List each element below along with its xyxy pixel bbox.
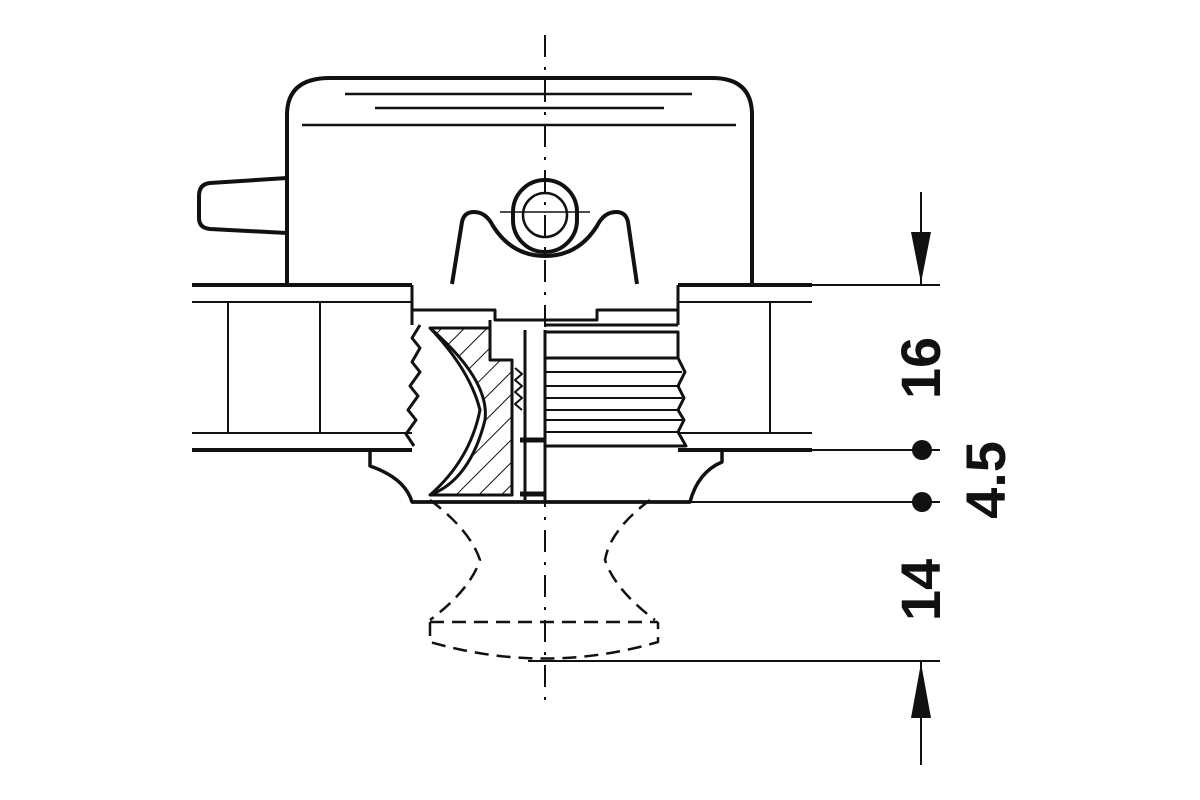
arrow-up-icon <box>911 663 931 718</box>
panel <box>192 283 812 452</box>
dimension-label-bore-depth: 14 <box>889 559 952 621</box>
dimension-dot <box>912 440 932 460</box>
dimension-lines <box>528 192 940 765</box>
dimension-label-rebate-depth: 4.5 <box>954 441 1017 519</box>
fitting-housing <box>197 76 754 285</box>
dimension-label-panel-thickness: 16 <box>889 337 952 399</box>
housing-insert <box>368 285 724 504</box>
mating-part-outline <box>428 499 660 660</box>
arrow-down-icon <box>911 232 931 283</box>
dimension-dot <box>912 492 932 512</box>
